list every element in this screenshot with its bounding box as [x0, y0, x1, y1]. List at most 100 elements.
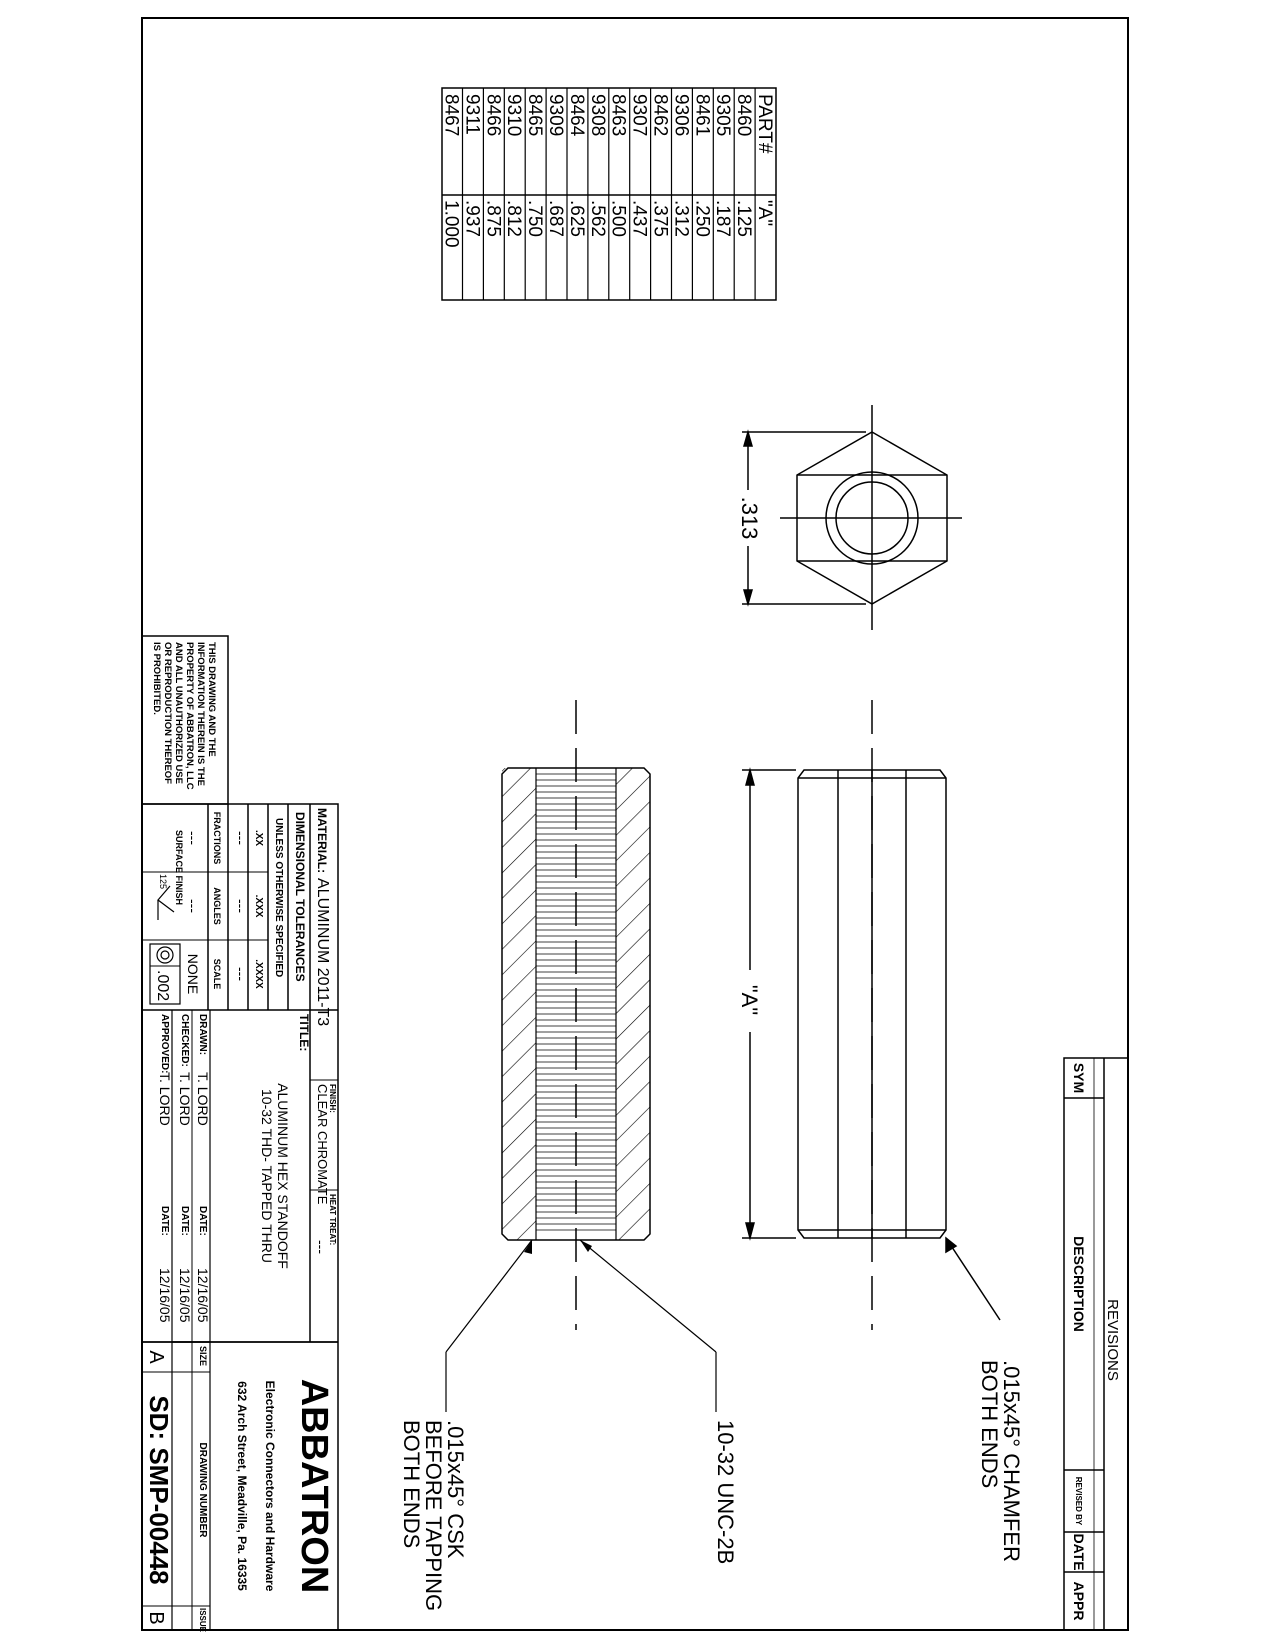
- part-table-header-part: PART#: [754, 94, 775, 154]
- part-table-a-value: .375: [650, 200, 671, 237]
- revisions-col-date: DATE: [1071, 1533, 1087, 1570]
- heat-treat-value: ---: [313, 1240, 329, 1254]
- part-table-a-value: .937: [461, 200, 482, 237]
- part-table-a-value: .250: [691, 200, 712, 237]
- drawing-title-line1: ALUMINUM HEX STANDOFF: [275, 1083, 291, 1269]
- revisions-col-description: DESCRIPTION: [1071, 1236, 1087, 1332]
- part-table-part-number: 9306: [670, 94, 691, 136]
- part-table-a-value: .187: [712, 200, 733, 237]
- revisions-col-sym: SYM: [1071, 1063, 1087, 1093]
- size-value: A: [145, 1350, 167, 1364]
- part-table-a-value: .687: [545, 200, 566, 237]
- proprietary-notice-line: PROPERTY OF ABBATRON, LLC: [184, 642, 195, 790]
- drawing-number-label: DRAWING NUMBER: [197, 1443, 208, 1539]
- proprietary-notice-line: OR REPRODUCTION THEREOF: [162, 642, 173, 784]
- part-table-part-number: 9310: [503, 94, 524, 136]
- revisions-title: REVISIONS: [1104, 1299, 1121, 1381]
- title-label: TITLE:: [297, 1014, 311, 1051]
- part-table-part-number: 8466: [482, 94, 503, 136]
- tol-val-xxx: ---: [233, 899, 249, 913]
- tol-col-xxx: .XXX: [253, 895, 264, 918]
- size-label: SIZE: [198, 1346, 208, 1366]
- proprietary-notice-line: INFORMATION THEREIN IS THE: [195, 642, 206, 786]
- tol-col-xx: .XX: [253, 830, 264, 846]
- drawn-value: T. LORD: [195, 1072, 211, 1126]
- title-block: [141, 635, 339, 1631]
- part-number-table: PART# "A" 8460 .125 9305 .187 8461 .250 9306 .312…: [441, 87, 777, 301]
- part-table-a-value: .312: [670, 200, 691, 237]
- drawn-date: 12/16/05: [195, 1268, 211, 1323]
- angles-label: ANGLES: [212, 887, 222, 925]
- part-table-part-number: 9311: [461, 94, 482, 135]
- part-table-part-number: 8463: [608, 94, 629, 136]
- issue-value: B: [145, 1611, 167, 1624]
- tol-col-xxxx: .XXXX: [253, 959, 264, 989]
- fractions-value: ---: [185, 831, 201, 845]
- tolerances-subtitle: UNLESS OTHERWISE SPECIFIED: [273, 818, 284, 977]
- part-table-a-value: .750: [524, 200, 545, 237]
- company-address: 632 Arch Street, Meadville, Pa. 16335: [235, 1381, 249, 1591]
- part-table-part-number: 8465: [524, 94, 545, 136]
- checked-label: CHECKED:: [179, 1014, 190, 1067]
- company-tagline: Electronic Connectors and Hardware: [263, 1381, 277, 1592]
- part-table-part-number: 8467: [441, 94, 462, 136]
- concentricity-value: .002: [154, 970, 171, 1001]
- checked-date: 12/16/05: [177, 1268, 193, 1323]
- material-value: ALUMINUM 2011-T3: [314, 878, 331, 1026]
- revisions-col-revised-by: REVISED BY: [1074, 1477, 1083, 1526]
- part-table-a-value: .812: [503, 200, 524, 237]
- part-table-part-number: 9308: [587, 94, 608, 136]
- surface-finish-value: 125: [158, 874, 168, 889]
- part-table-a-value: .125: [733, 200, 754, 237]
- drawing-number: SD: SMP-00448: [144, 1395, 174, 1584]
- proprietary-notice-line: AND ALL UNAUTHORIZED USE: [173, 642, 184, 784]
- part-table-part-number: 8464: [566, 94, 587, 137]
- thread-note: 10-32 UNC-2B: [713, 1420, 738, 1564]
- revisions-block: [1063, 1057, 1129, 1631]
- issue-label: ISSUE: [198, 1608, 207, 1633]
- checked-date-label: DATE:: [179, 1206, 190, 1236]
- angles-value: ---: [185, 899, 201, 913]
- tolerances-title: DIMENSIONAL TOLERANCES: [293, 812, 307, 982]
- hex-end-view: [742, 405, 962, 630]
- drawing-title-line2: 10-32 THD- TAPPED THRU: [259, 1089, 275, 1263]
- drawn-label: DRAWN:: [197, 1014, 208, 1055]
- scale-label: SCALE: [212, 959, 222, 990]
- chamfer-note-line1: .015x45° CHAMFER: [999, 1360, 1024, 1562]
- part-table-a-value: .875: [482, 200, 503, 237]
- surface-finish-label: SURFACE FINISH: [174, 830, 184, 905]
- part-table-part-number: 8462: [650, 94, 671, 136]
- finish-value: CLEAR CHROMATE: [315, 1084, 330, 1205]
- part-table-part-number: 9305: [712, 94, 733, 136]
- part-table-part-number: 8461: [691, 94, 712, 136]
- proprietary-notice-line: THIS DRAWING AND THE: [206, 642, 217, 757]
- csk-note-line2: BEFORE TAPPING: [421, 1420, 446, 1611]
- approved-value: T. LORD: [157, 1072, 173, 1126]
- finish-label: FINISH:: [328, 1084, 337, 1113]
- part-table-a-value: .562: [587, 200, 608, 237]
- tol-val-xxxx: ---: [233, 967, 249, 981]
- side-view-exterior: [742, 700, 1001, 1330]
- part-table-part-number: 8460: [733, 94, 754, 136]
- scale-value: NONE: [185, 954, 201, 994]
- chamfer-note-line2: BOTH ENDS: [977, 1360, 1002, 1488]
- part-table-a-value: .437: [629, 200, 650, 237]
- section-view: [445, 700, 717, 1412]
- proprietary-notice-line: IS PROHIBITED.: [151, 642, 162, 715]
- length-dimension: "A": [737, 985, 762, 1015]
- part-table-a-value: .500: [608, 200, 629, 237]
- fractions-label: FRACTIONS: [212, 812, 222, 865]
- part-table-part-number: 9309: [545, 94, 566, 136]
- checked-value: T. LORD: [177, 1072, 193, 1126]
- csk-note-line1: .015x45° CSK: [443, 1420, 468, 1559]
- approved-date: 12/16/05: [157, 1268, 173, 1323]
- heat-treat-label: HEAT TREAT:: [328, 1194, 337, 1245]
- approved-label: APPROVED:: [159, 1014, 170, 1073]
- drawn-date-label: DATE:: [197, 1206, 208, 1236]
- csk-note-line3: BOTH ENDS: [399, 1420, 424, 1548]
- revisions-col-appr: APPR: [1071, 1582, 1087, 1621]
- part-table-header-a: "A": [754, 200, 775, 226]
- part-table-a-value: .625: [566, 200, 587, 237]
- approved-date-label: DATE:: [159, 1206, 170, 1236]
